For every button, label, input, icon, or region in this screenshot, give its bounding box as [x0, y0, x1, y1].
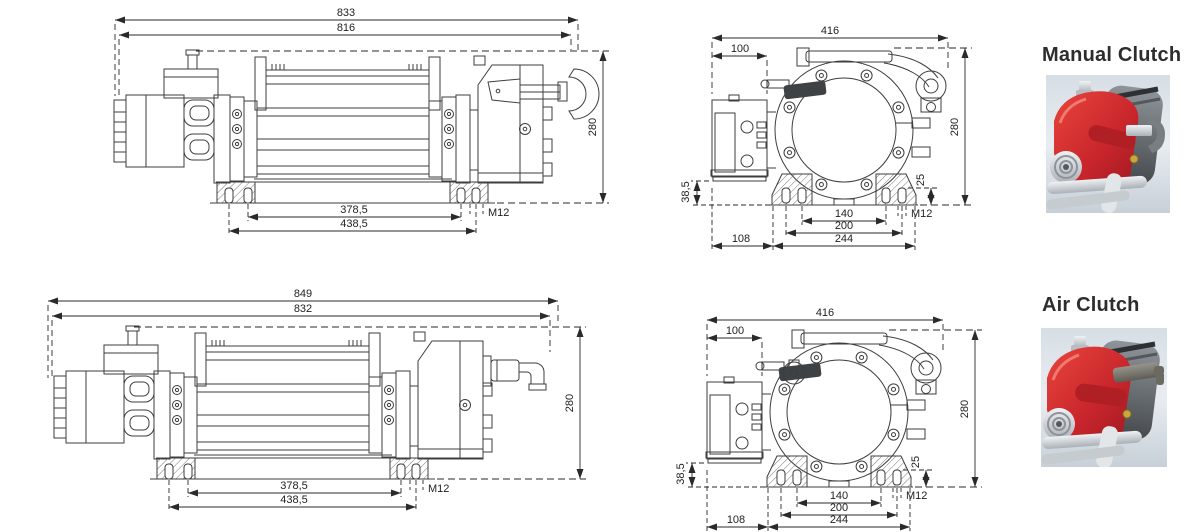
dim-bolt-thread: M12	[428, 483, 449, 495]
dim-bolt-span-inner: 140	[830, 490, 848, 502]
dim-overall-width: 416	[816, 307, 834, 319]
dim-slot-height: 25	[910, 456, 922, 468]
dim-bolt-thread: M12	[906, 490, 927, 502]
dim-bolt-span-mid: 200	[830, 502, 848, 514]
dim-slot-height: 25	[915, 174, 927, 186]
manual-clutch-title: Manual Clutch	[1042, 44, 1182, 66]
dim-bracket-width: 100	[726, 325, 744, 337]
air-clutch-front-drawing: 416 100 280 38,5 25 140 200 244 108 M12	[675, 307, 982, 531]
air-port-fitting	[782, 359, 806, 385]
air-clutch-side-drawing: 849 832 280 378,5 438,5 M12	[47, 288, 586, 511]
dim-bracket-width: 100	[731, 43, 749, 55]
air-clutch-photo-illustration	[1041, 328, 1167, 467]
dim-bolt-span-mid: 200	[835, 220, 853, 232]
dim-base-height: 38,5	[675, 463, 687, 484]
dim-base-height: 38,5	[680, 181, 692, 202]
air-clutch-photo	[1041, 328, 1167, 467]
dim-overall-length: 849	[294, 288, 312, 300]
dim-mount-span-inner: 378,5	[280, 480, 308, 492]
dim-overall-width: 416	[821, 25, 839, 37]
manual-clutch-front-drawing: 416 100 280 38,5 25 140 200 244 108 M12	[680, 25, 972, 250]
manual-clutch-lever	[487, 68, 600, 120]
dim-bolt-span-outer: 244	[835, 233, 853, 245]
manual-clutch-photo	[1046, 75, 1170, 213]
dim-body-length: 816	[337, 22, 355, 34]
air-clutch-title: Air Clutch	[1042, 294, 1140, 316]
dim-height: 280	[949, 118, 961, 136]
air-elbow-fitting	[482, 355, 547, 391]
dim-body-length: 832	[294, 303, 312, 315]
manual-clutch-side-drawing: 833 816 280 378,5 438,5 M12	[113, 7, 609, 235]
dim-height: 280	[587, 118, 599, 136]
dim-side-offset: 108	[727, 514, 745, 526]
dim-bolt-thread: M12	[911, 208, 932, 220]
dim-mount-span-outer: 438,5	[280, 494, 308, 506]
dim-bolt-thread: M12	[488, 207, 509, 219]
dim-side-offset: 108	[732, 233, 750, 245]
dim-bolt-span-inner: 140	[835, 208, 853, 220]
dim-overall-length: 833	[337, 7, 355, 19]
dim-height: 280	[959, 400, 971, 418]
manual-clutch-photo-illustration	[1046, 75, 1170, 213]
dim-mount-span-inner: 378,5	[340, 204, 368, 216]
dim-bolt-span-outer: 244	[830, 514, 848, 526]
dim-mount-span-outer: 438,5	[340, 218, 368, 230]
dim-height: 280	[564, 394, 576, 412]
